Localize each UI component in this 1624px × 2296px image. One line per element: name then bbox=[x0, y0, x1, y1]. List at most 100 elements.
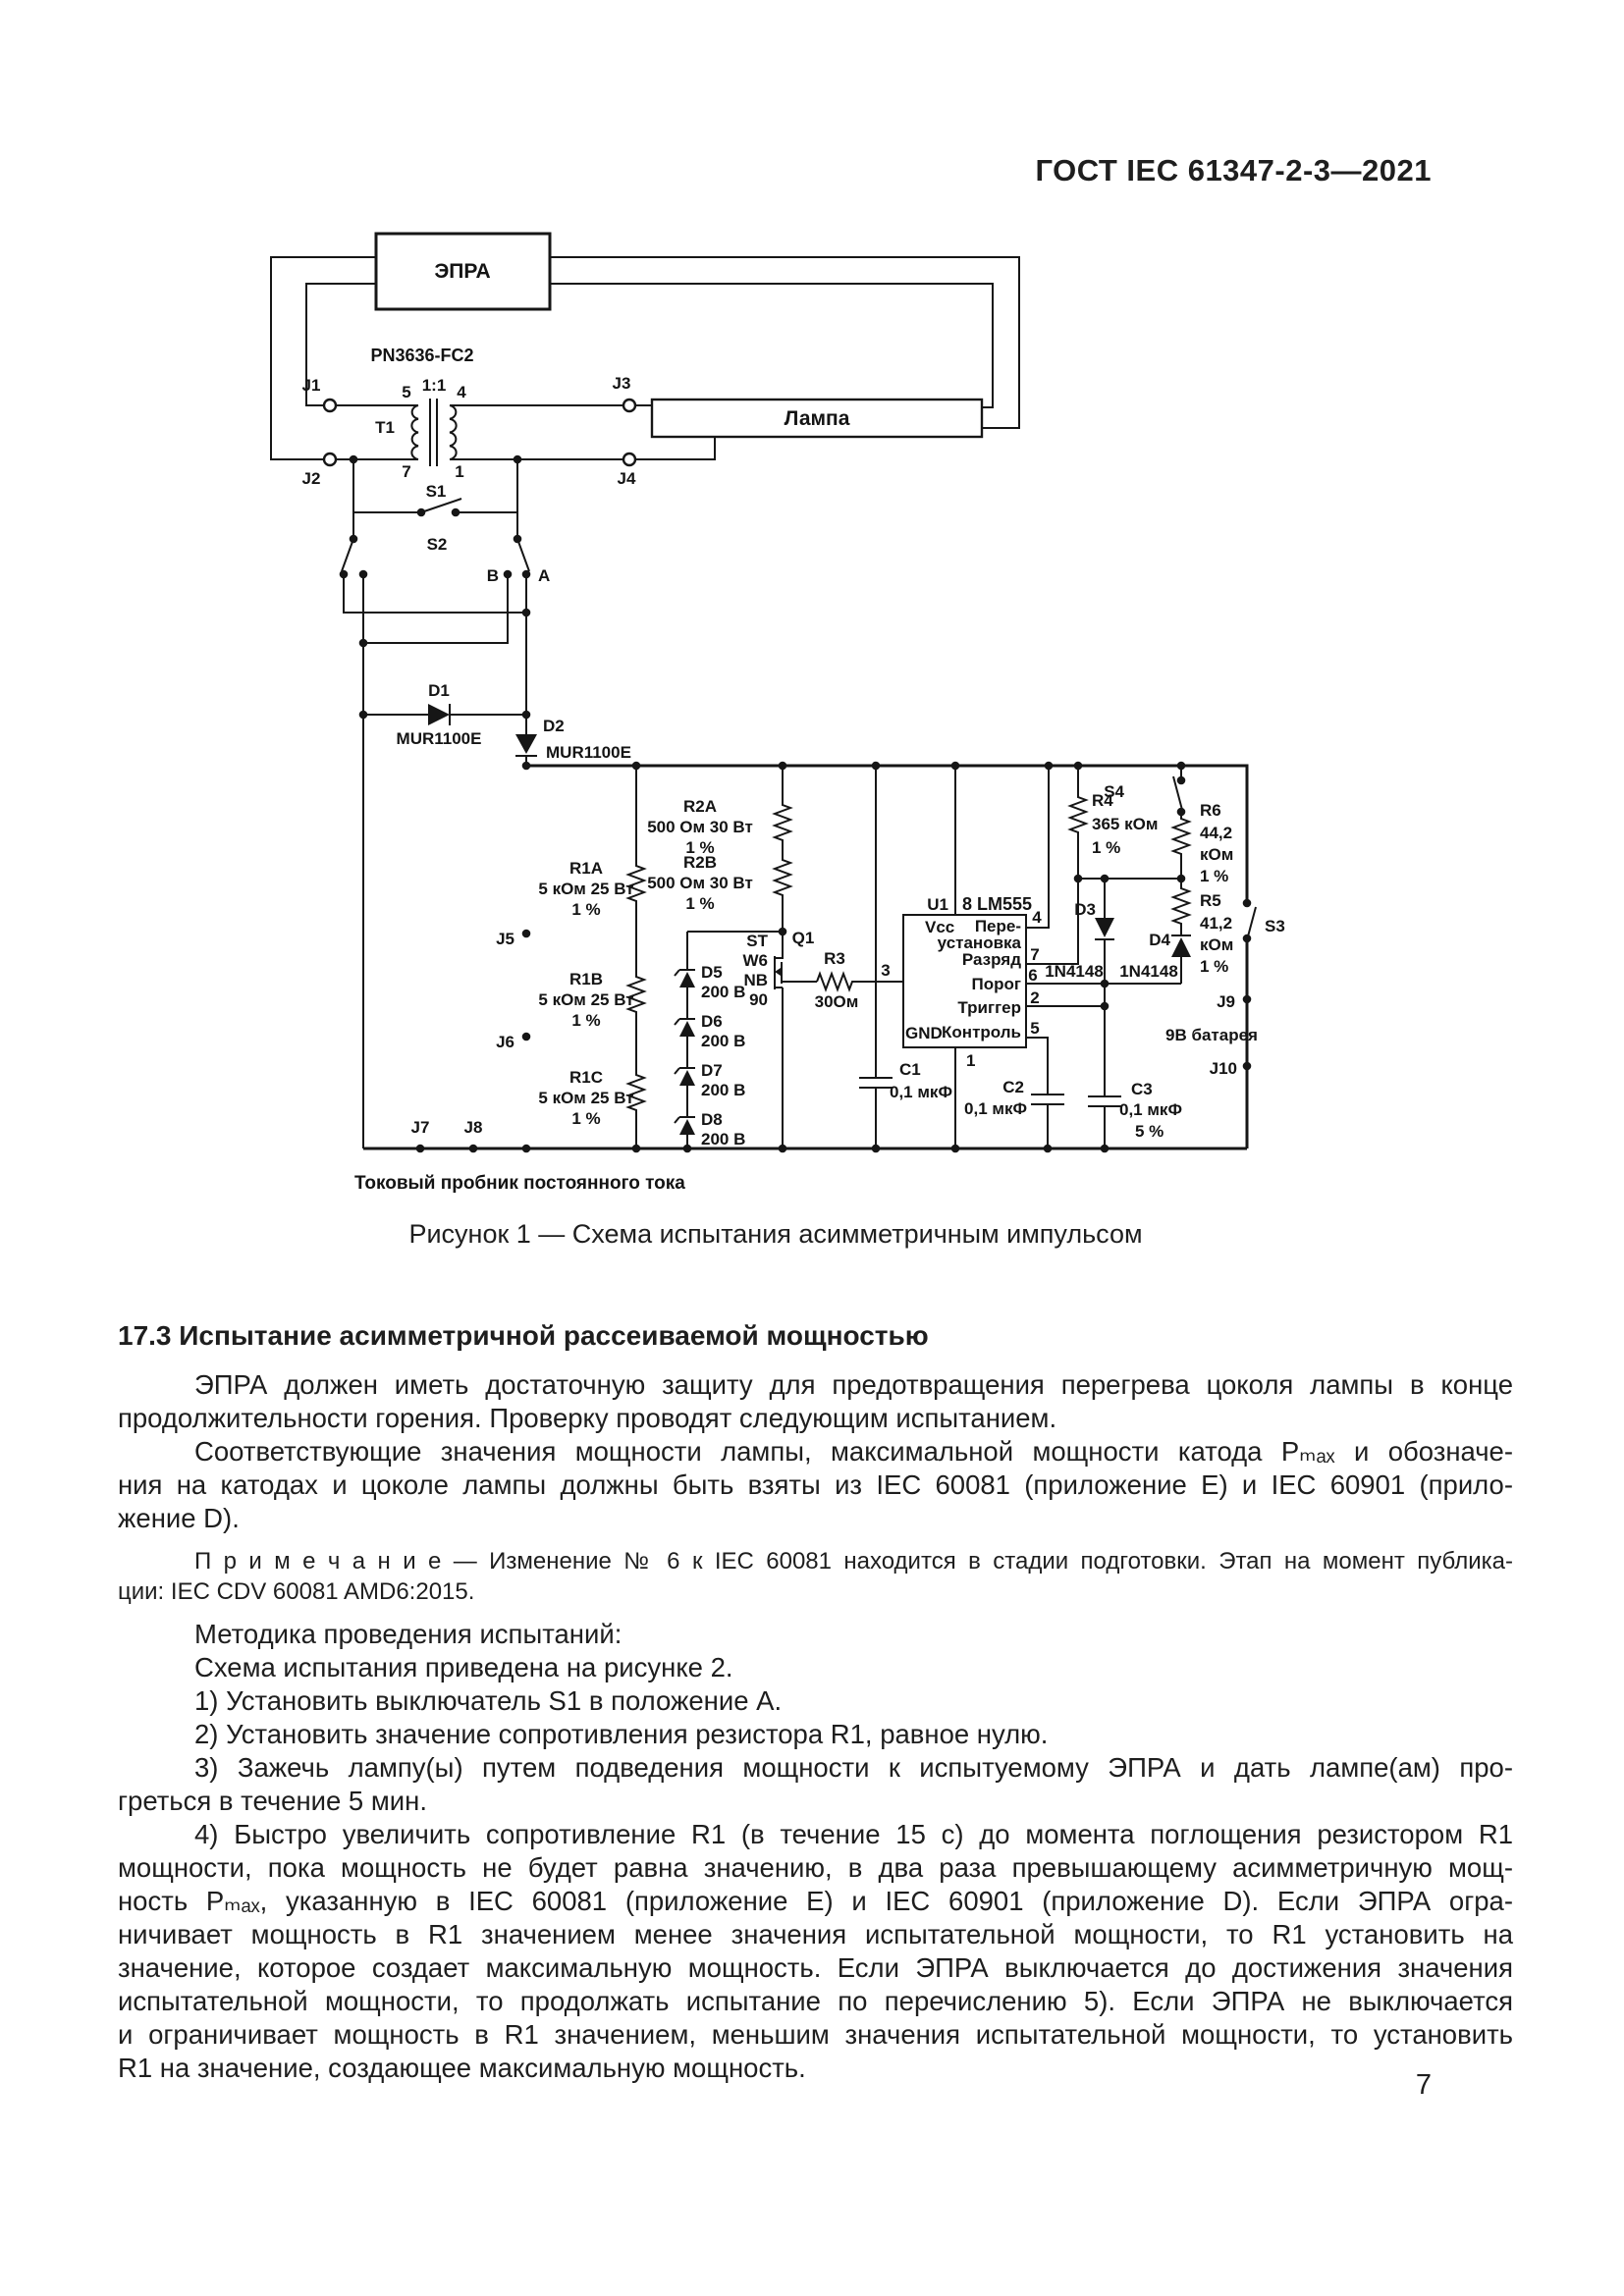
r5-tolerance: 1 % bbox=[1200, 957, 1228, 976]
d5-zener-symbol bbox=[679, 972, 695, 988]
r5-value-1: 41,2 bbox=[1200, 914, 1232, 933]
r1c-label: R1C bbox=[569, 1068, 603, 1087]
q1-marking-1: ST bbox=[746, 932, 768, 950]
u1-pin3-number: 3 bbox=[881, 961, 890, 980]
standard-number-header: ГОСТ IEC 61347-2-3—2021 bbox=[1035, 153, 1432, 187]
s3-label: S3 bbox=[1265, 917, 1285, 935]
u1-vcc-label: Vcc bbox=[925, 918, 954, 936]
paragraph-line: ЭПРА должен иметь достаточную защиту для… bbox=[194, 1369, 1513, 1400]
r1b-label: R1B bbox=[569, 970, 603, 988]
d3-part-label: 1N4148 bbox=[1045, 962, 1104, 981]
u1-label: U1 bbox=[927, 895, 948, 914]
paragraph-line: значение, которое создает максимальную м… bbox=[118, 1952, 1513, 1983]
paragraph-line: мощности, пока мощность не будет равна з… bbox=[118, 1852, 1513, 1883]
j2-label: J2 bbox=[302, 469, 321, 488]
note-line: П р и м е ч а н и е — Изменение № 6 к IE… bbox=[194, 1548, 1513, 1575]
r5-value-2: кОм bbox=[1200, 935, 1233, 954]
t1-pin7-label: 7 bbox=[402, 462, 410, 481]
t1-pin5-label: 5 bbox=[402, 383, 410, 401]
s2-label: S2 bbox=[427, 535, 448, 554]
paragraph-line: 4) Быстро увеличить сопротивление R1 (в … bbox=[194, 1819, 1513, 1849]
ic-lm555-box bbox=[902, 914, 1027, 1048]
d4-label: D4 bbox=[1149, 931, 1170, 949]
lamp-box bbox=[650, 398, 984, 439]
q1-marking-3: NB bbox=[743, 971, 768, 989]
r2b-tolerance: 1 % bbox=[685, 894, 714, 913]
d3-label: D3 bbox=[1074, 900, 1096, 919]
u1-pin7-number: 7 bbox=[1030, 945, 1039, 964]
probe-caption: Токовый пробник постоянного тока bbox=[354, 1173, 685, 1194]
r1c-value: 5 кОм 25 Вт bbox=[538, 1089, 633, 1107]
t1-pin4-label: 4 bbox=[457, 383, 466, 401]
paragraph-line: жение D). bbox=[118, 1503, 240, 1533]
r1a-value: 5 кОм 25 Вт bbox=[538, 880, 633, 898]
r2a-value: 500 Ом 30 Вт bbox=[647, 818, 753, 836]
c2-label: C2 bbox=[1002, 1078, 1024, 1096]
d6-label: D6 bbox=[701, 1012, 723, 1031]
c3-label: C3 bbox=[1131, 1080, 1153, 1098]
terminal-jacks bbox=[322, 398, 637, 467]
s1-label: S1 bbox=[426, 482, 447, 501]
paragraph-line: ность Pₘₐₓ, указанную в IEC 60081 (прило… bbox=[118, 1886, 1513, 1916]
d5-label: D5 bbox=[701, 963, 723, 982]
q1-label: Q1 bbox=[792, 929, 815, 947]
terminal-a-label: A bbox=[538, 566, 550, 585]
r6-value-2: кОм bbox=[1200, 845, 1233, 864]
u1-pin2-number: 2 bbox=[1030, 988, 1039, 1007]
r3-value: 30Ом bbox=[815, 992, 859, 1011]
ballast-box bbox=[374, 232, 552, 311]
transformer-symbol bbox=[410, 399, 458, 466]
r1b-tolerance: 1 % bbox=[571, 1011, 600, 1030]
ballast-label: ЭПРА bbox=[434, 260, 490, 283]
r1b-value: 5 кОм 25 Вт bbox=[538, 990, 633, 1009]
test-circuit-diagram: ЭПРА Лампа PN3636-FC2 J1 J2 J3 J4 T1 5 1… bbox=[270, 232, 1285, 1194]
u1-pin6-number: 6 bbox=[1028, 966, 1037, 985]
paragraph-line: Схема испытания приведена на рисунке 2. bbox=[194, 1652, 733, 1682]
r4-label: R4 bbox=[1092, 791, 1113, 810]
note-line: ции: IEC CDV 60081 AMD6:2015. bbox=[118, 1578, 475, 1605]
section-heading: 17.3 Испытание асимметричной рассеиваемо… bbox=[118, 1320, 929, 1351]
d8-label: D8 bbox=[701, 1110, 723, 1129]
u1-reset-label-2: установка bbox=[938, 934, 1022, 952]
d7-label: D7 bbox=[701, 1061, 723, 1080]
d4-diode-symbol bbox=[1171, 937, 1191, 957]
u1-part-label: 8 LM555 bbox=[962, 894, 1032, 914]
d1-label: D1 bbox=[428, 681, 450, 700]
d5-value: 200 В bbox=[701, 983, 745, 1001]
d8-zener-symbol bbox=[679, 1119, 695, 1135]
figure-caption: Рисунок 1 — Схема испытания асимметричны… bbox=[408, 1219, 1143, 1249]
c3-value: 0,1 мкФ bbox=[1119, 1100, 1182, 1119]
paragraph-line: ничивает мощность в R1 значением менее з… bbox=[118, 1919, 1513, 1949]
wiring bbox=[270, 232, 1257, 1150]
d3-diode-symbol bbox=[1095, 918, 1114, 937]
paragraph-line: Соответствующие значения мощности лампы,… bbox=[194, 1436, 1513, 1467]
mosfet-symbol bbox=[774, 932, 817, 1148]
q1-marking-4: 90 bbox=[749, 990, 768, 1009]
d1-diode-symbol bbox=[428, 704, 450, 725]
c1-label: C1 bbox=[899, 1060, 921, 1079]
note-block: П р и м е ч а н и е — Изменение № 6 к IE… bbox=[118, 1546, 1513, 1607]
u1-reset-label-1: Пере- bbox=[975, 917, 1021, 935]
page-number: 7 bbox=[1415, 2069, 1432, 2101]
t1-pin1-label: 1 bbox=[455, 462, 463, 481]
u1-trigger-label: Триггер bbox=[957, 998, 1021, 1017]
r2a-label: R2A bbox=[683, 797, 717, 816]
figure-1-schematic: ЭПРА Лампа PN3636-FC2 J1 J2 J3 J4 T1 5 1… bbox=[226, 221, 1404, 1202]
paragraph-line: Методика проведения испытаний: bbox=[194, 1619, 623, 1649]
r6-value-1: 44,2 bbox=[1200, 824, 1232, 842]
r2a-tolerance: 1 % bbox=[685, 838, 714, 857]
u1-pin4-number: 4 bbox=[1032, 908, 1042, 927]
transformer-part-label: PN3636-FC2 bbox=[370, 346, 473, 365]
u1-threshold-label: Порог bbox=[972, 975, 1021, 993]
r4-tolerance: 1 % bbox=[1092, 838, 1120, 857]
u1-control-label: Контроль bbox=[942, 1023, 1021, 1041]
r2b-label: R2B bbox=[683, 853, 717, 872]
d7-value: 200 В bbox=[701, 1081, 745, 1099]
paragraph-line: греться в течение 5 мин. bbox=[118, 1786, 427, 1816]
j9-label: J9 bbox=[1217, 992, 1235, 1011]
r6-tolerance: 1 % bbox=[1200, 867, 1228, 885]
d6-value: 200 В bbox=[701, 1032, 745, 1050]
j8-label: J8 bbox=[464, 1118, 483, 1137]
paragraph-line: продолжительности горения. Проверку пров… bbox=[118, 1403, 1057, 1433]
